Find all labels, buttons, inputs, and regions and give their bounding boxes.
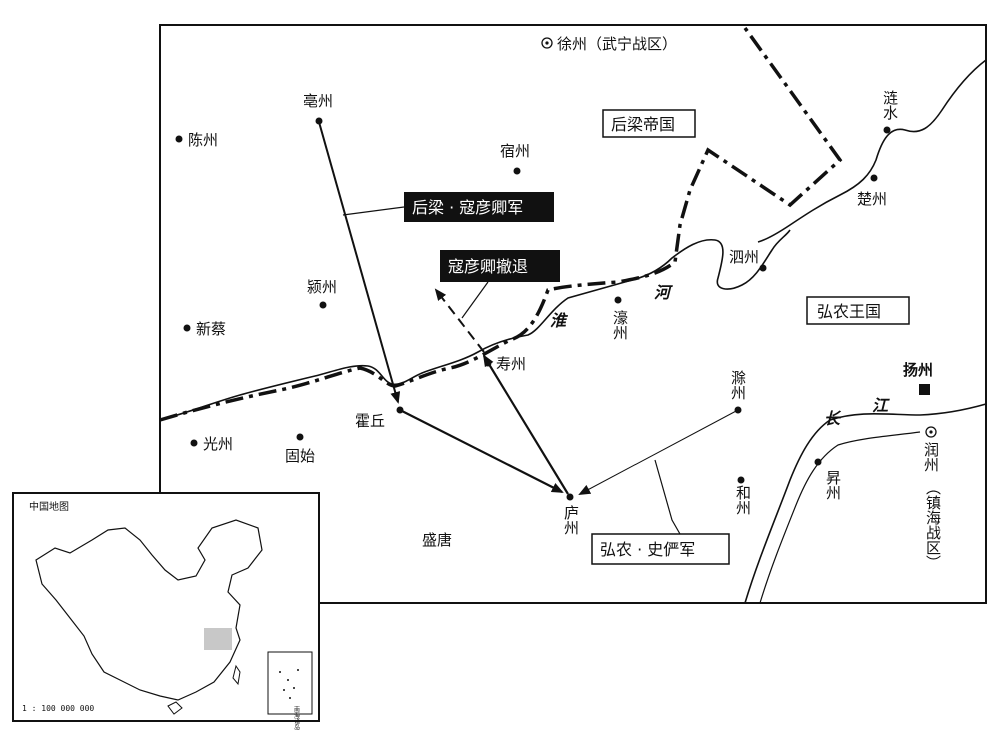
city-label-shouzhou: 寿州: [496, 355, 526, 373]
box-hongnong-army: 弘农 · 史俨军: [591, 533, 730, 565]
river-label-chang: 长: [824, 409, 842, 428]
arrow-luzhou-to-shouzhou: [482, 354, 569, 495]
city-label-guangzhou: 光州: [203, 435, 233, 453]
label-hongnong-army: 弘农 · 史俨军: [600, 540, 695, 559]
label-houliang-empire: 后梁帝国: [611, 115, 675, 134]
city-dot-huoqiu: [396, 406, 404, 414]
inset-china-outline: [35, 519, 263, 701]
city-label-yingzhou: 颍州: [307, 278, 337, 296]
arrow-bozhou-to-huoqiu: [318, 121, 401, 404]
city-label-xuzhou: 徐州（武宁战区）: [557, 35, 677, 53]
city-label-shengtang: 盛唐: [422, 531, 452, 549]
city-label-bozhou: 亳州: [303, 92, 333, 110]
inset-nanhai-label: 南海诸岛: [293, 705, 300, 731]
city-label-sizhou: 泗州: [729, 248, 759, 266]
arrow-kou-retreat: [434, 288, 485, 353]
border-line: [159, 26, 843, 422]
city-dot-xincai: [183, 324, 191, 332]
callout-hongnong-army: [654, 459, 681, 535]
city-dot-hezhou: [737, 476, 745, 484]
city-dot-guangzhou: [190, 439, 198, 447]
city-label-luzhou: 庐州: [562, 505, 580, 535]
inset-highlight-region: [204, 628, 232, 650]
river-label-huai: 淮: [550, 311, 569, 330]
city-label-lianshui: 涟水: [881, 90, 899, 120]
arrow-huoqiu-to-luzhou: [399, 409, 564, 493]
city-dot-sizhou: [759, 264, 767, 272]
city-label-gushi: 固始: [285, 447, 315, 465]
coastline: [757, 59, 987, 243]
city-label-haozhou: 濠州: [611, 309, 629, 340]
yangtze-river-n: [744, 403, 987, 604]
callout-houliang-army: [342, 206, 405, 216]
arrow-chuzhou-to-luzhou: [578, 409, 739, 495]
inset-taiwan: [232, 664, 241, 686]
inset-title: 中国地图: [29, 500, 69, 513]
river-label-he: 河: [654, 283, 673, 302]
city-label-chuzhou-s: 滁州: [729, 370, 747, 400]
city-dot-chenzhou: [175, 135, 183, 143]
circled-markers: [541, 37, 937, 438]
yangtze-river-s: [759, 431, 921, 604]
box-kou-retreat: 寇彦卿撤退: [440, 250, 560, 282]
city-label-runzhou-note: （镇海战区）: [924, 480, 942, 570]
callout-kou-retreat: [461, 281, 489, 319]
river-label-jiang: 江: [872, 396, 890, 415]
city-label-hezhou: 和州: [734, 485, 752, 515]
city-dot-lianshui: [883, 126, 891, 134]
label-hongnong-kingdom: 弘农王国: [817, 302, 881, 321]
label-houliang-army: 后梁 · 寇彦卿军: [412, 198, 523, 217]
city-dot-luzhou: [566, 493, 574, 501]
city-dot-chuzhou-n: [870, 174, 878, 182]
city-label-runzhou: 润州: [922, 442, 940, 472]
box-houliang-empire: 后梁帝国: [602, 109, 696, 138]
city-dot-suzhou: [513, 167, 521, 175]
city-markers: [175, 117, 930, 501]
inset-nanhai-box: [267, 651, 313, 715]
city-label-shengzhou: 昇州: [824, 470, 842, 500]
city-marker-yangzhou: [919, 384, 930, 395]
label-kou-retreat: 寇彦卿撤退: [448, 257, 528, 276]
city-dot-yingzhou: [319, 301, 327, 309]
inset-nanhai-islands: [279, 669, 299, 699]
city-label-suzhou: 宿州: [500, 142, 530, 160]
city-label-chenzhou: 陈州: [188, 131, 218, 149]
city-dot-chuzhou-s: [734, 406, 742, 414]
city-label-xincai: 新蔡: [196, 320, 226, 338]
inset-china-map: 中国地图 南海诸岛 1 : 100 000 000: [12, 492, 320, 731]
city-dot-shengzhou: [814, 458, 822, 466]
city-dot-haozhou: [614, 296, 622, 304]
box-houliang-army: 后梁 · 寇彦卿军: [404, 192, 554, 222]
huai-river: [159, 229, 791, 421]
inset-hainan: [167, 701, 183, 715]
city-label-yangzhou: 扬州: [903, 361, 933, 379]
box-hongnong-kingdom: 弘农王国: [806, 296, 910, 325]
inset-scale: 1 : 100 000 000: [22, 704, 94, 713]
city-label-chuzhou-n: 楚州: [857, 190, 887, 208]
city-label-huoqiu: 霍丘: [355, 412, 385, 430]
city-dot-bozhou: [315, 117, 323, 125]
city-dot-shouzhou: [484, 359, 492, 367]
city-dot-gushi: [296, 433, 304, 441]
